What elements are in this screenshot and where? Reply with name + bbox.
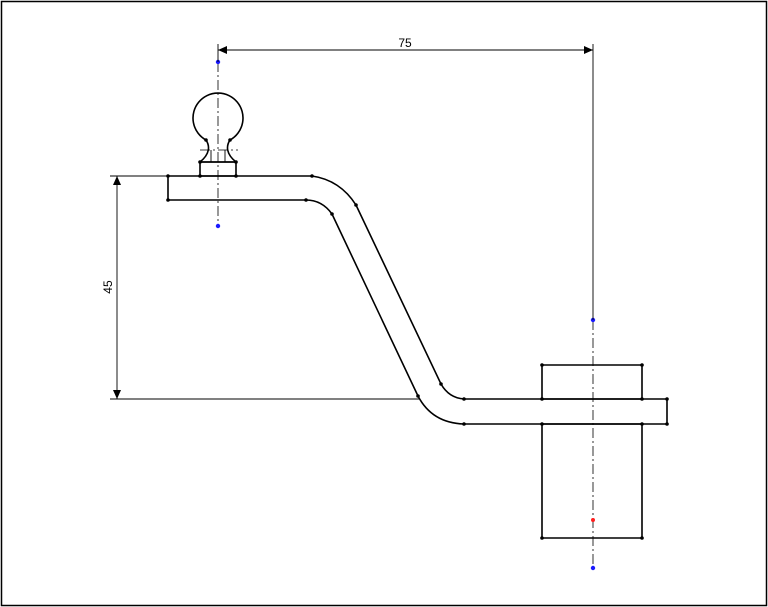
vertex [540, 363, 544, 367]
vertex [665, 422, 669, 426]
centerline-endpoint[interactable] [590, 565, 596, 571]
vertex [640, 422, 644, 426]
vertex [310, 174, 314, 178]
origin-point[interactable] [591, 518, 595, 522]
vertex [640, 397, 644, 401]
vertical-dimension-value: 45 [101, 280, 115, 294]
vertex [234, 160, 238, 164]
ball-mount-shank[interactable] [167, 175, 668, 425]
vertex [234, 174, 238, 178]
receiver-upper-block[interactable] [541, 364, 643, 400]
sketch-vertices [166, 138, 669, 540]
vertex [640, 363, 644, 367]
vertex [540, 397, 544, 401]
vertex [462, 422, 466, 426]
vertex [665, 397, 669, 401]
vertex [330, 212, 334, 216]
vertex [166, 198, 170, 202]
horizontal-dimension[interactable]: 75 [217, 36, 594, 320]
receiver-lower-block[interactable] [541, 423, 643, 539]
vertex [204, 138, 208, 142]
vertex [540, 536, 544, 540]
vertex [640, 536, 644, 540]
vertex [198, 160, 202, 164]
vertex [462, 397, 466, 401]
vertical-dimension[interactable]: 45 [101, 175, 420, 400]
vertex [416, 394, 420, 398]
vertex [439, 382, 443, 386]
vertex [354, 203, 358, 207]
centerline-endpoint[interactable] [215, 223, 221, 229]
vertex [540, 422, 544, 426]
vertex [198, 174, 202, 178]
horizontal-dimension-value: 75 [398, 36, 412, 50]
vertex [228, 138, 232, 142]
vertex [304, 198, 308, 202]
